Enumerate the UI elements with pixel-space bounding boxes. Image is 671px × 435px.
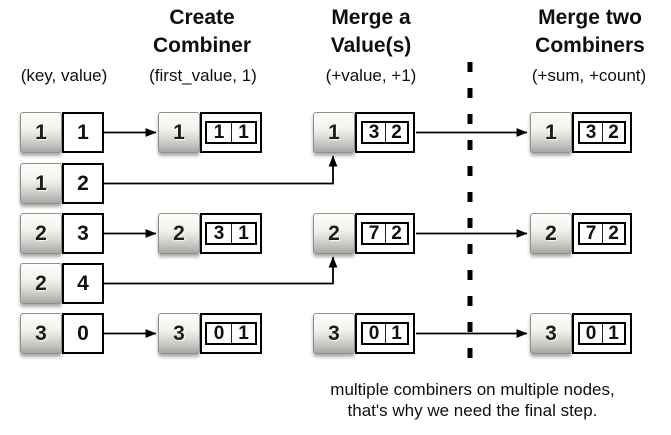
sum-cell: 0 [213, 322, 225, 344]
merge-combiners-box-1: 1 3 2 [530, 112, 632, 153]
combiner-key-cell: 2 [158, 213, 200, 254]
kv-value-cell: 3 [62, 213, 104, 254]
label-plus-value: (+value, +1) [325, 66, 417, 85]
arrow-kv4-to-merge2 [103, 256, 338, 285]
sum-cell: 7 [368, 222, 380, 244]
sum-cell: 7 [585, 222, 597, 244]
combiner-key-cell: 2 [530, 213, 572, 254]
combiner-key-cell: 1 [530, 112, 572, 153]
count-cell: 1 [231, 223, 255, 244]
combiner-key-cell: 3 [313, 313, 355, 354]
column-title-create-combiner: Create Combiner [152, 6, 251, 57]
kv-pair-row-5: 3 0 [20, 313, 104, 354]
footnote: multiple combiners on multiple nodes, th… [290, 379, 655, 421]
merge-combiners-box-3: 3 0 1 [530, 313, 632, 354]
label-first-value: (first_value, 1) [149, 66, 257, 85]
sum-count-pair: 1 1 [205, 121, 257, 144]
kv-pair-row-3: 2 3 [20, 213, 104, 254]
column-title-merge-two-combiners: Merge two Combiners [535, 6, 645, 57]
sum-count-pair: 0 1 [205, 322, 257, 345]
sum-count-pair: 7 2 [361, 222, 409, 245]
sum-count-pair: 0 1 [578, 322, 626, 345]
count-cell: 1 [231, 323, 255, 344]
combiner-key-cell: 2 [313, 213, 355, 254]
merge-value-box-1: 1 3 2 [313, 112, 415, 153]
create-combiner-box-2: 2 3 1 [158, 213, 262, 254]
combiner-pair-box: 3 2 [572, 112, 632, 153]
label-key-value: (key, value) [20, 66, 108, 85]
create-combiner-box-1: 1 1 1 [158, 112, 262, 153]
kv-value-cell: 0 [62, 313, 104, 354]
create-combiner-box-3: 3 0 1 [158, 313, 262, 354]
combiner-pair-box: 7 2 [572, 213, 632, 254]
sum-cell: 0 [368, 322, 380, 344]
sum-count-pair: 3 2 [578, 121, 626, 144]
combiner-key-cell: 3 [530, 313, 572, 354]
combiner-key-cell: 1 [158, 112, 200, 153]
sum-count-pair: 0 1 [361, 322, 409, 345]
count-cell: 1 [231, 122, 255, 143]
column-title-merge-a-values: Merge a Value(s) [330, 6, 412, 57]
merge-value-box-3: 3 0 1 [313, 313, 415, 354]
kv-key-cell: 3 [20, 313, 62, 354]
sum-count-pair: 3 2 [361, 121, 409, 144]
count-cell: 1 [385, 323, 407, 344]
combiner-pair-box: 7 2 [355, 213, 415, 254]
arrow-kv2-to-merge1 [103, 155, 338, 185]
combiner-key-cell: 3 [158, 313, 200, 354]
sum-cell: 3 [585, 121, 597, 143]
sum-cell: 0 [585, 322, 597, 344]
footnote-line-1: multiple combiners on multiple nodes, [330, 380, 615, 399]
combiner-pair-box: 0 1 [200, 313, 262, 354]
count-cell: 2 [602, 122, 624, 143]
kv-pair-row-4: 2 4 [20, 263, 104, 304]
sum-count-pair: 3 1 [205, 222, 257, 245]
combiner-pair-box: 0 1 [572, 313, 632, 354]
combiner-pair-box: 1 1 [200, 112, 262, 153]
kv-value-cell: 1 [62, 112, 104, 153]
merge-value-box-2: 2 7 2 [313, 213, 415, 254]
count-cell: 2 [385, 122, 407, 143]
sum-count-pair: 7 2 [578, 222, 626, 245]
sum-cell: 1 [213, 121, 225, 143]
kv-key-cell: 1 [20, 112, 62, 153]
kv-value-cell: 4 [62, 263, 104, 304]
kv-key-cell: 2 [20, 213, 62, 254]
count-cell: 1 [602, 323, 624, 344]
kv-pair-row-1: 1 1 [20, 112, 104, 153]
combiner-pair-box: 0 1 [355, 313, 415, 354]
kv-value-cell: 2 [62, 163, 104, 204]
combiner-pair-box: 3 2 [355, 112, 415, 153]
footnote-line-2: that's why we need the final step. [347, 401, 598, 420]
kv-pair-row-2: 1 2 [20, 163, 104, 204]
kv-key-cell: 1 [20, 163, 62, 204]
kv-key-cell: 2 [20, 263, 62, 304]
label-plus-sum-count: (+sum, +count) [531, 66, 647, 85]
combiner-key-cell: 1 [313, 112, 355, 153]
combiner-pair-box: 3 1 [200, 213, 262, 254]
count-cell: 2 [385, 223, 407, 244]
sum-cell: 3 [213, 222, 225, 244]
merge-combiners-box-2: 2 7 2 [530, 213, 632, 254]
sum-cell: 3 [368, 121, 380, 143]
count-cell: 2 [602, 223, 624, 244]
